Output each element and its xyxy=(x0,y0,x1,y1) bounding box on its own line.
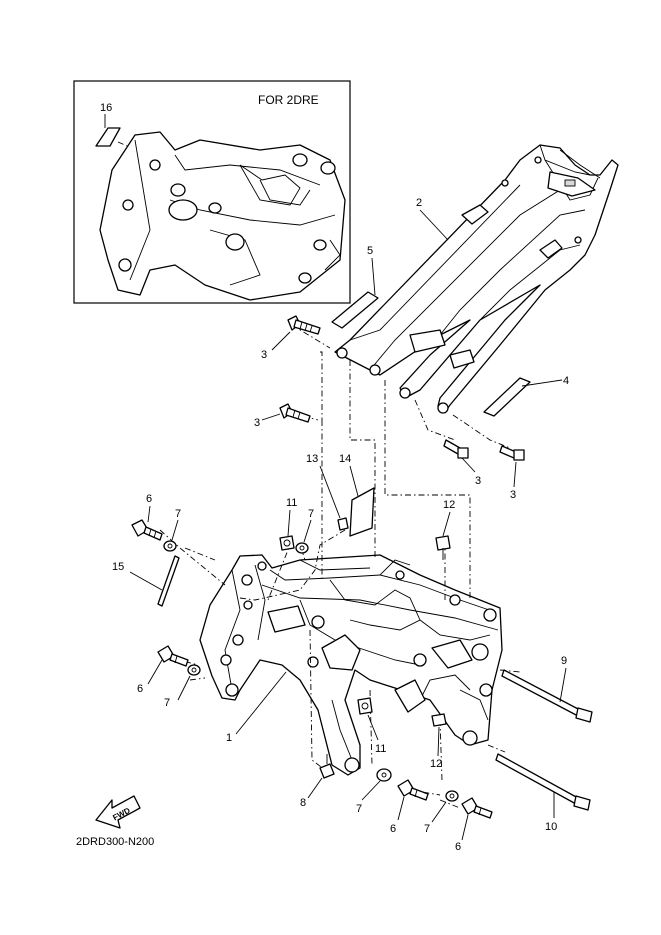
callout-3: 3 xyxy=(475,475,481,487)
decal-5 xyxy=(331,291,379,329)
callout-1: 1 xyxy=(226,732,232,744)
washer-7-upper xyxy=(163,540,177,552)
callout-7: 7 xyxy=(356,803,362,815)
callout-13: 13 xyxy=(306,453,318,465)
callout-16: 16 xyxy=(100,102,112,114)
bolt-3-upper xyxy=(287,315,321,335)
callout-9: 9 xyxy=(561,655,567,667)
bolt-8 xyxy=(319,754,335,779)
bolt-6-bottom-right xyxy=(461,797,493,819)
callout-7: 7 xyxy=(175,508,181,520)
nut-11-upper xyxy=(279,535,295,551)
callout-8: 8 xyxy=(300,797,306,809)
decal-16 xyxy=(95,127,121,147)
washer-7-left xyxy=(187,664,201,676)
washer-7-middle xyxy=(295,542,309,554)
rod-15 xyxy=(157,555,180,607)
callout-7: 7 xyxy=(164,697,170,709)
rear-frame-2 xyxy=(334,144,619,414)
bolt-6-upper xyxy=(131,519,163,541)
nut-11-lower xyxy=(357,697,373,715)
callout-labels: 2 5 3 3 3 3 4 6 7 11 7 13 14 12 15 6 7 1… xyxy=(112,197,569,853)
plate-14 xyxy=(349,487,375,537)
callout-11: 11 xyxy=(286,497,297,509)
callout-10: 10 xyxy=(545,821,557,833)
callout-6: 6 xyxy=(146,493,152,505)
callout-12: 12 xyxy=(443,499,455,511)
main-frame-1 xyxy=(199,554,503,776)
bolt-6-bottom-center xyxy=(397,779,429,801)
decal-4 xyxy=(483,377,531,417)
callout-3: 3 xyxy=(510,489,516,501)
callout-6: 6 xyxy=(137,683,143,695)
bolt-12-upper xyxy=(435,535,451,560)
callout-7: 7 xyxy=(308,508,314,520)
inset-title: FOR 2DRE xyxy=(258,93,319,107)
bolt-3-right-b xyxy=(499,445,525,461)
callout-4: 4 xyxy=(563,375,569,387)
callout-3: 3 xyxy=(254,417,260,429)
bolt-3-right-a xyxy=(443,439,469,459)
callout-2: 2 xyxy=(416,197,422,209)
callout-5: 5 xyxy=(367,245,373,257)
long-bolt-10 xyxy=(495,753,591,811)
leader-lines xyxy=(129,209,567,841)
fwd-arrow: FWD xyxy=(95,795,141,829)
callout-14: 14 xyxy=(339,453,351,465)
bolt-6-middle xyxy=(157,645,189,667)
callout-7: 7 xyxy=(424,823,430,835)
callout-12: 12 xyxy=(430,758,442,770)
callout-6: 6 xyxy=(455,841,461,853)
diagram-code: 2DRD300-N200 xyxy=(76,836,154,848)
long-bolt-9 xyxy=(501,669,593,723)
inset-main-frame xyxy=(99,131,346,301)
bolt-3-lower xyxy=(279,403,311,423)
callout-3: 3 xyxy=(261,349,267,361)
callout-11: 11 xyxy=(375,743,386,755)
washer-7-bottom-right xyxy=(445,790,459,802)
bolt-12-lower xyxy=(431,713,447,727)
washer-7-bottom xyxy=(376,768,392,782)
callout-15: 15 xyxy=(112,561,124,573)
inset-for-2dre: FOR 2DRE 16 xyxy=(73,80,351,304)
nut-13 xyxy=(337,517,349,531)
callout-6: 6 xyxy=(390,823,396,835)
